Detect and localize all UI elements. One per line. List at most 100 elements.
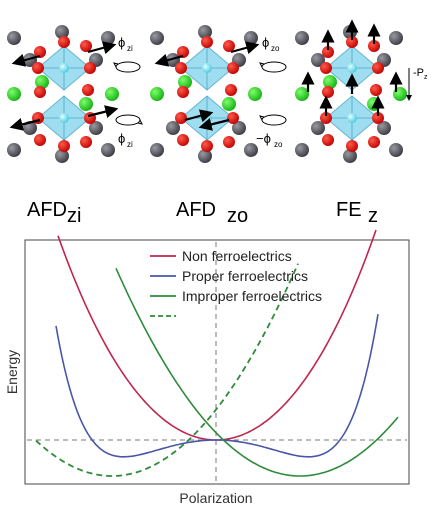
polarization-symbol: -P bbox=[413, 67, 424, 79]
oxygen-atom bbox=[227, 62, 239, 74]
oxygen-atom bbox=[368, 40, 380, 52]
a-site-atom bbox=[343, 149, 357, 163]
rotation-arrow-icon bbox=[261, 114, 287, 126]
afd-zi-main: AFD bbox=[27, 199, 67, 221]
a-site-atom bbox=[311, 121, 325, 135]
a-site-atom bbox=[232, 121, 246, 135]
green-atom bbox=[7, 87, 21, 101]
oxygen-atom bbox=[223, 40, 235, 52]
phi-zo-top-subscript: zo bbox=[271, 44, 280, 53]
a-site-atom bbox=[166, 53, 180, 67]
a-site-atom bbox=[244, 143, 258, 157]
rotation-arrow-icon bbox=[115, 114, 141, 126]
oxygen-atom bbox=[82, 84, 94, 96]
oxygen-atom bbox=[34, 134, 46, 146]
fe-z-main: FE bbox=[336, 199, 362, 221]
a-site-atom bbox=[198, 25, 212, 39]
rotation-phi-zo-bottom: −ϕ zo bbox=[256, 114, 287, 149]
a-site-atom bbox=[311, 53, 325, 67]
a-site-atom bbox=[101, 31, 115, 45]
oxygen-atom bbox=[223, 136, 235, 148]
phi-zi-top-subscript: zi bbox=[127, 44, 133, 53]
oxygen-atom bbox=[177, 46, 189, 58]
a-site-atom bbox=[23, 53, 37, 67]
green-atom bbox=[295, 87, 309, 101]
rotation-phi-zo-top: ϕ zo bbox=[259, 35, 287, 73]
a-site-atom bbox=[55, 25, 69, 39]
polarization-subscript: z bbox=[424, 74, 428, 81]
phi-zo-top-symbol: ϕ bbox=[262, 35, 269, 50]
oxygen-atom bbox=[201, 140, 213, 152]
a-site-atom bbox=[150, 143, 164, 157]
afd-zi-structure bbox=[7, 25, 119, 163]
a-site-atom bbox=[7, 31, 21, 45]
oxygen-atom bbox=[32, 62, 44, 74]
a-site-atom bbox=[389, 31, 403, 45]
improper-ferroelectrics-dashed-curve bbox=[35, 263, 299, 477]
oxygen-atom bbox=[370, 84, 382, 96]
a-site-atom bbox=[150, 31, 164, 45]
oxygen-atom bbox=[372, 112, 384, 124]
b-site-atom bbox=[347, 113, 357, 123]
b-site-atom bbox=[59, 113, 69, 123]
oxygen-atom bbox=[175, 62, 187, 74]
legend: Non ferroelectrics Proper ferroelectrics… bbox=[150, 248, 322, 317]
green-atom bbox=[79, 97, 93, 111]
legend-label-non: Non ferroelectrics bbox=[182, 248, 292, 264]
legend-label-proper: Proper ferroelectrics bbox=[182, 268, 308, 284]
phi-zo-bottom-subscript: zo bbox=[274, 140, 283, 149]
phi-zo-bottom-symbol: −ϕ bbox=[256, 131, 271, 146]
oxygen-atom bbox=[322, 134, 334, 146]
oxygen-atom bbox=[322, 46, 334, 58]
green-atom bbox=[105, 87, 119, 101]
oxygen-atom bbox=[177, 134, 189, 146]
legend-label-improper: Improper ferroelectrics bbox=[182, 288, 322, 304]
displacement-arrow-icon bbox=[184, 109, 214, 123]
displacement-arrow-icon bbox=[230, 41, 260, 55]
oxygen-atom bbox=[34, 86, 46, 98]
a-site-atom bbox=[89, 121, 103, 135]
rotation-arrow-icon bbox=[115, 61, 141, 73]
plot-frame bbox=[24, 239, 410, 485]
oxygen-atom bbox=[322, 86, 334, 98]
oxygen-atom bbox=[177, 86, 189, 98]
phi-zi-bottom-symbol: ϕ bbox=[118, 131, 125, 146]
b-site-atom bbox=[59, 63, 69, 73]
oxygen-atom bbox=[201, 36, 213, 48]
a-site-atom bbox=[198, 149, 212, 163]
displacement-arrow-icon bbox=[198, 117, 230, 131]
afd-zo-sub: zo bbox=[227, 205, 248, 227]
rotation-arrow-icon bbox=[261, 61, 287, 73]
fe-z-sub: z bbox=[368, 205, 378, 227]
a-site-atom bbox=[377, 121, 391, 135]
displacement-arrow-icon bbox=[87, 105, 119, 119]
phi-zi-top-symbol: ϕ bbox=[118, 35, 125, 50]
oxygen-atom bbox=[34, 46, 46, 58]
oxygen-atom bbox=[346, 140, 358, 152]
a-site-atom bbox=[295, 143, 309, 157]
energy-plot: Non ferroelectrics Proper ferroelectrics… bbox=[4, 229, 410, 506]
green-atom bbox=[178, 75, 192, 89]
afd-zo-main: AFD bbox=[176, 199, 216, 221]
b-site-atom bbox=[347, 63, 357, 73]
green-atom bbox=[323, 75, 337, 89]
b-site-atom bbox=[202, 63, 212, 73]
oxygen-atom bbox=[225, 84, 237, 96]
oxygen-atom bbox=[320, 112, 332, 124]
polarization-indicator: -P z bbox=[406, 67, 428, 101]
oxygen-atom bbox=[320, 62, 332, 74]
oxygen-atom bbox=[84, 62, 96, 74]
a-site-atom bbox=[7, 143, 21, 157]
green-atom bbox=[35, 75, 49, 89]
oxygen-atom bbox=[58, 36, 70, 48]
green-atom bbox=[222, 97, 236, 111]
afd-zi-sub: zi bbox=[67, 205, 81, 227]
x-axis-label: Polarization bbox=[179, 490, 252, 506]
fe-z-structure bbox=[295, 19, 407, 163]
phi-zi-bottom-subscript: zi bbox=[127, 140, 133, 149]
label-fe-z: FE z bbox=[336, 199, 378, 227]
displacement-arrow-icon bbox=[11, 53, 41, 67]
oxygen-atom bbox=[58, 140, 70, 152]
label-afd-zi: AFD zi bbox=[27, 199, 81, 227]
